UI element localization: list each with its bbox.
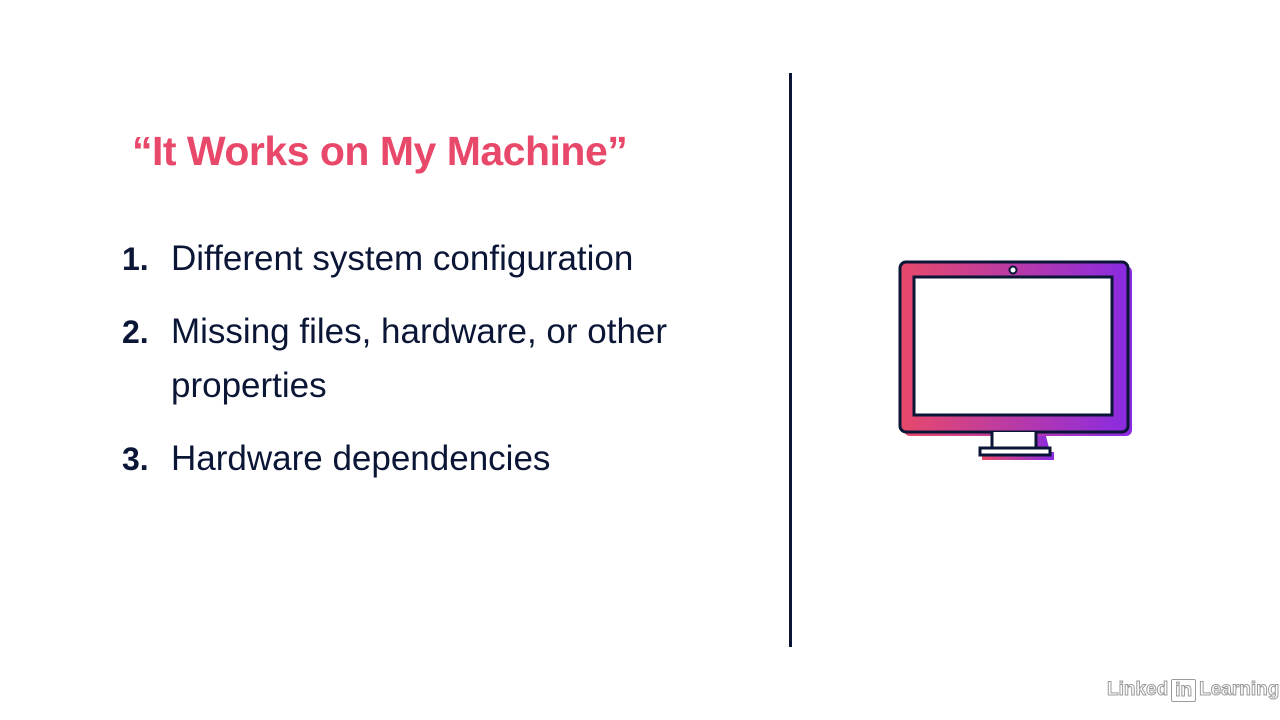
logo-text-learning: Learning (1199, 679, 1280, 701)
list-text: Hardware dependencies (171, 439, 551, 478)
list-number: 1. (122, 241, 149, 277)
computer-monitor-icon (898, 260, 1132, 460)
logo-text-linked: Linked (1106, 679, 1169, 701)
logo-text-in: in (1171, 678, 1197, 702)
list-number: 3. (122, 441, 149, 477)
list-item: 2. Missing files, hardware, or other pro… (122, 305, 742, 413)
list-text: Different system configuration (171, 239, 634, 278)
vertical-divider (789, 73, 792, 647)
list-item: 1. Different system configuration (122, 232, 742, 286)
list-number: 2. (122, 314, 149, 350)
list-item: 3. Hardware dependencies (122, 432, 742, 486)
linkedin-learning-logo: Linked in Learning (1106, 678, 1280, 702)
list-text: Missing files, hardware, or other proper… (171, 312, 668, 405)
slide-title: “It Works on My Machine” (132, 128, 628, 174)
reason-list: 1. Different system configuration 2. Mis… (122, 232, 742, 505)
